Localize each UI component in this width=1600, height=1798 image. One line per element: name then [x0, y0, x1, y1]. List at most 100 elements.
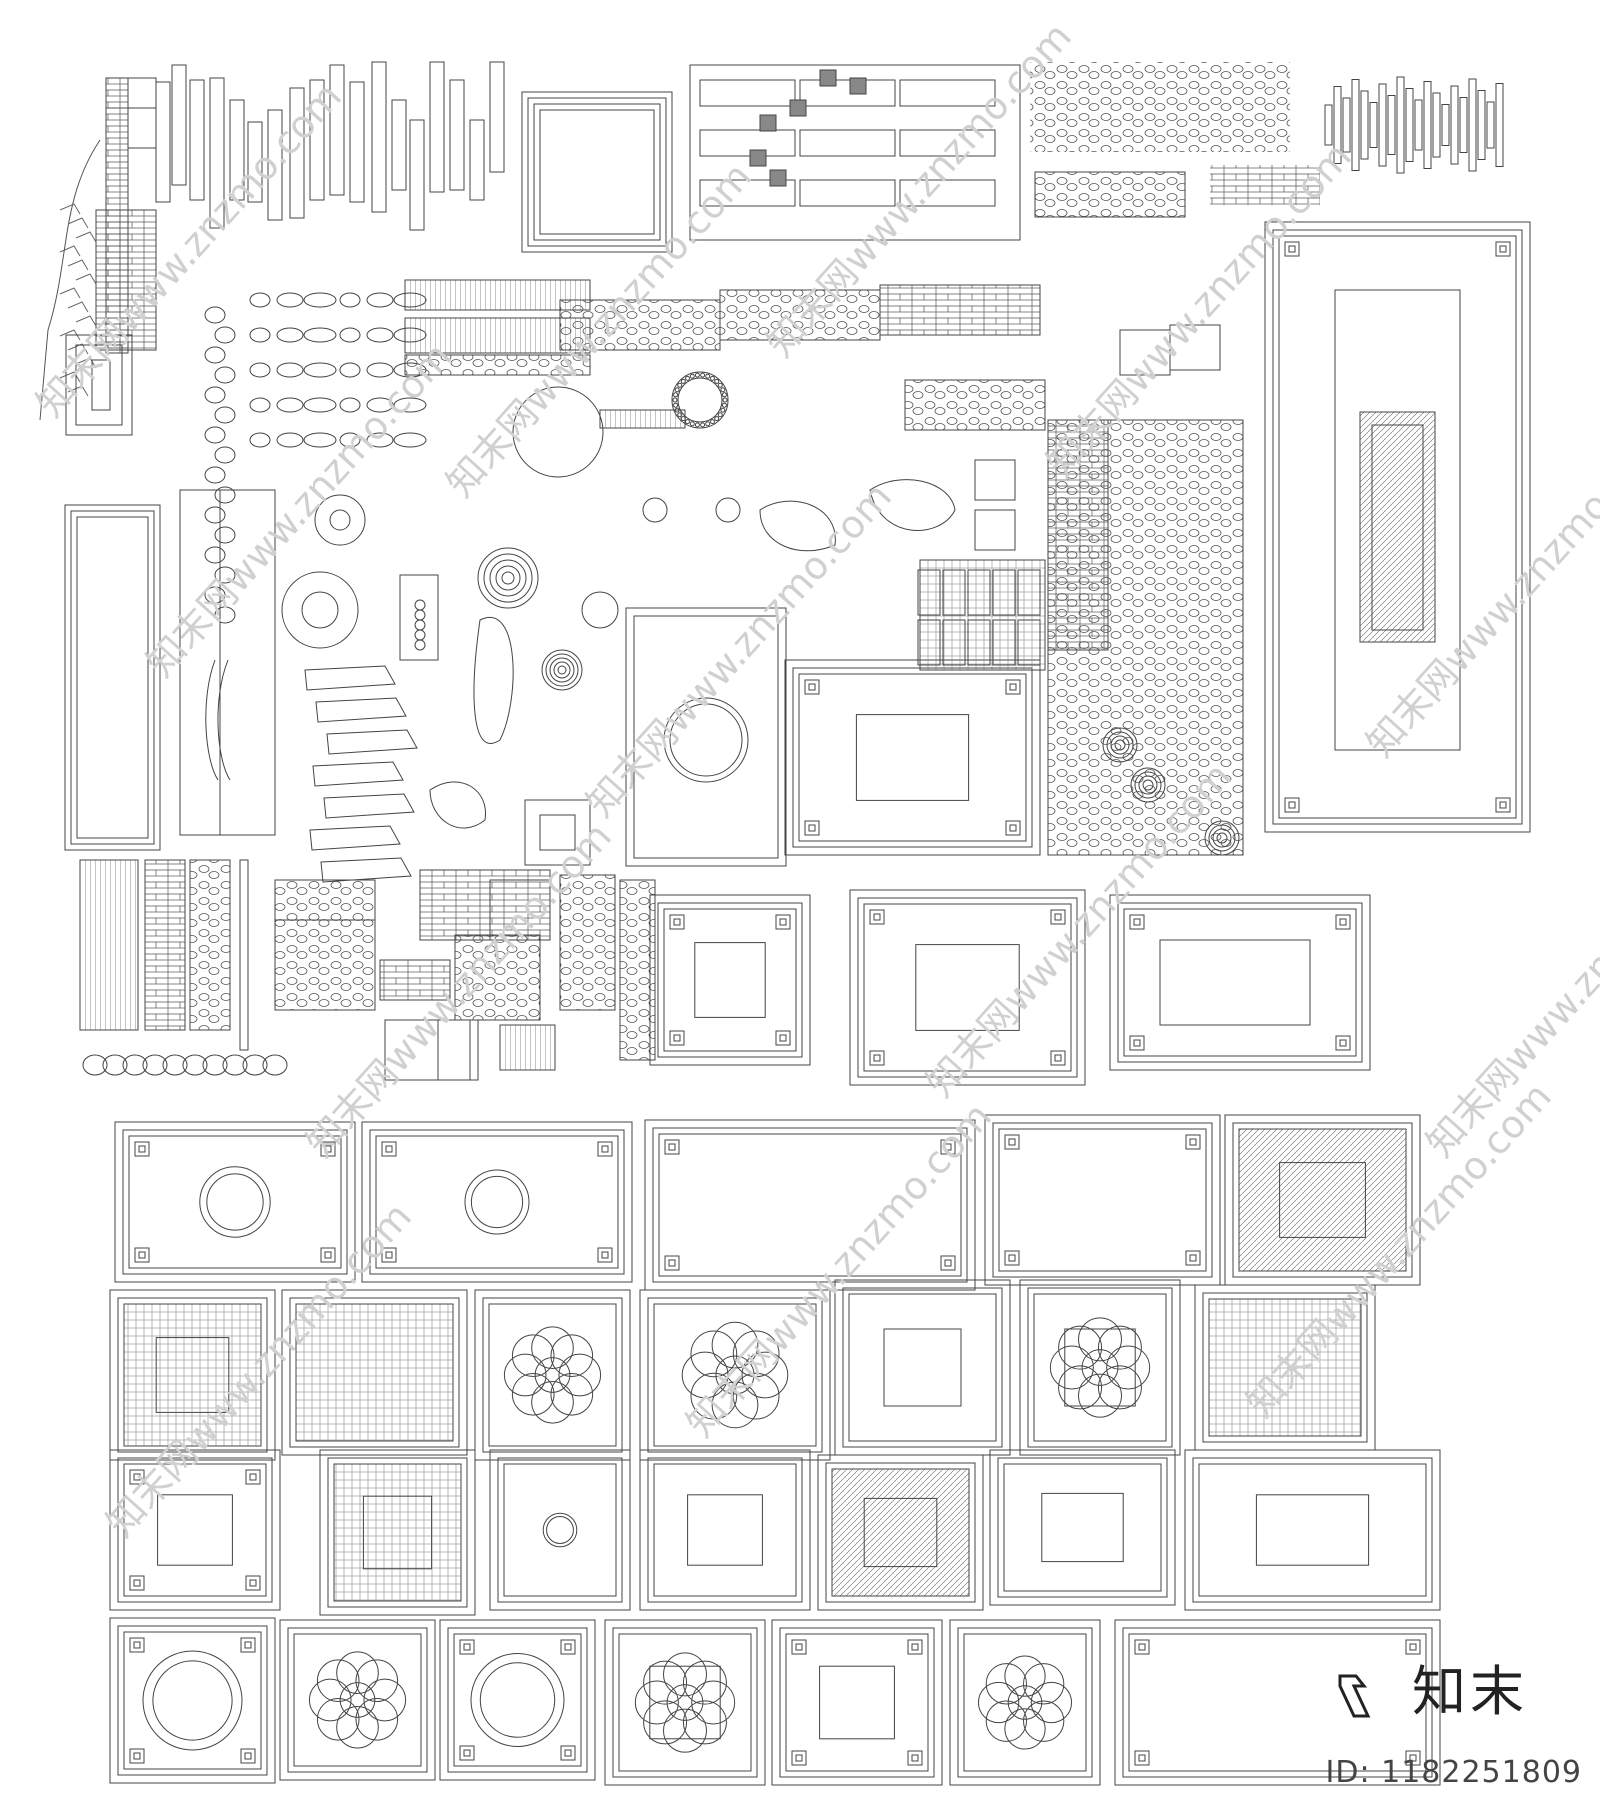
fret-corner [940, 1139, 956, 1155]
medallion [669, 703, 743, 777]
tile-panel-inner [369, 1129, 625, 1275]
tile-center [1279, 1162, 1366, 1238]
medallion [479, 1662, 556, 1738]
rosette-petal [1058, 1325, 1103, 1370]
tile-panel-inner [798, 673, 1027, 842]
wood-plank [371, 61, 387, 213]
rosette-center [534, 1357, 571, 1393]
fret-corner [133, 1752, 141, 1760]
rosette-petal [662, 1652, 708, 1697]
rosette-petal [531, 1380, 574, 1424]
tile-panel-pattern [333, 1463, 462, 1602]
tile-small [384, 1019, 471, 1081]
tile-panel [984, 1114, 1221, 1286]
rosette-petal [690, 1330, 738, 1378]
spiral-stone [541, 649, 583, 691]
tile-panel [319, 1449, 476, 1616]
pebble [303, 327, 337, 343]
medallion [663, 697, 749, 783]
rosette-petal [316, 1697, 360, 1741]
rosette-petal [741, 1351, 789, 1399]
tile-panel-inner [1027, 1287, 1173, 1448]
fret-corner [1008, 1138, 1016, 1146]
pebble [393, 397, 427, 413]
rosette-petal [316, 1659, 360, 1703]
stone-block [524, 799, 591, 866]
fret-corner [459, 1639, 475, 1655]
paving-block [967, 619, 991, 666]
gear-dot [694, 372, 700, 378]
rosette-petal [985, 1700, 1027, 1742]
medallion [542, 1512, 578, 1548]
fret-corner [1409, 1754, 1417, 1762]
fret-corner [804, 679, 820, 695]
stone-cluster [559, 874, 616, 1011]
fret-corner [601, 1251, 609, 1259]
spiral-stone [483, 553, 533, 603]
bamboo-stick [1432, 92, 1441, 158]
fret-corner [669, 914, 685, 930]
tile-panel [489, 1449, 631, 1611]
tile-panel [834, 1279, 1011, 1456]
fret-corner [1495, 241, 1511, 257]
fret-corner [911, 1643, 919, 1651]
tile-panel-inner [857, 897, 1078, 1078]
fret-corner [133, 1641, 141, 1649]
fret-corner [1339, 918, 1347, 926]
millstone [314, 494, 366, 546]
pebble [276, 397, 304, 413]
center-tile [633, 615, 779, 859]
rosette-petal [511, 1334, 555, 1378]
stone-column [619, 879, 656, 1061]
tile-panel-inner [453, 1633, 582, 1767]
fret-corner [1133, 918, 1141, 926]
plant-leaf [67, 259, 89, 271]
millstone [301, 591, 339, 629]
bamboo-stick [1477, 90, 1486, 160]
stone-block [789, 99, 807, 117]
logo-text: 知末 [1412, 1660, 1528, 1723]
tile-panel-inner [497, 1457, 623, 1603]
fret-corner [138, 1251, 146, 1259]
rock-outline [429, 781, 487, 829]
tile-panel-inner [657, 902, 803, 1058]
plant-leaf [59, 245, 81, 257]
tile-center [883, 1328, 962, 1407]
spiral-stone [1216, 832, 1228, 844]
tile-panel-inner [658, 1133, 962, 1277]
tile-center [855, 714, 970, 801]
fret-corner [385, 1145, 393, 1153]
fret-corner [1129, 914, 1145, 930]
fret-corner [1288, 245, 1296, 253]
rosette-petal [643, 1660, 688, 1705]
medallion [142, 1650, 243, 1751]
fret-corner [808, 683, 816, 691]
pebble [204, 466, 226, 484]
rosette-petal [1058, 1365, 1103, 1410]
pebble [262, 1054, 288, 1076]
fret-corner [873, 913, 881, 921]
rosette-petal [336, 1705, 379, 1749]
rosette-petal [503, 1353, 547, 1397]
tile-panel [114, 1121, 356, 1283]
bamboo-stick [1450, 85, 1459, 165]
pebble [276, 292, 304, 308]
rosette-petal [711, 1321, 759, 1369]
fret-corner [1133, 1039, 1141, 1047]
fret-corner [463, 1749, 471, 1757]
fret-corner [564, 1749, 572, 1757]
wood-plank [469, 119, 485, 201]
tile-panel-pattern [1208, 1298, 1362, 1437]
tile-panel-inner [1278, 235, 1517, 819]
fret-corner [560, 1639, 576, 1655]
bamboo-stick [1414, 99, 1423, 151]
pebble [214, 606, 236, 624]
tile-panel-inner [1123, 908, 1357, 1057]
fret-corner [134, 1141, 150, 1157]
medallion [470, 1175, 524, 1229]
pebble [214, 486, 236, 504]
spiral-stone [501, 571, 515, 585]
gear-dot [672, 397, 678, 403]
bamboo-stick [1324, 104, 1333, 146]
tile-panel-inner [488, 1303, 617, 1447]
